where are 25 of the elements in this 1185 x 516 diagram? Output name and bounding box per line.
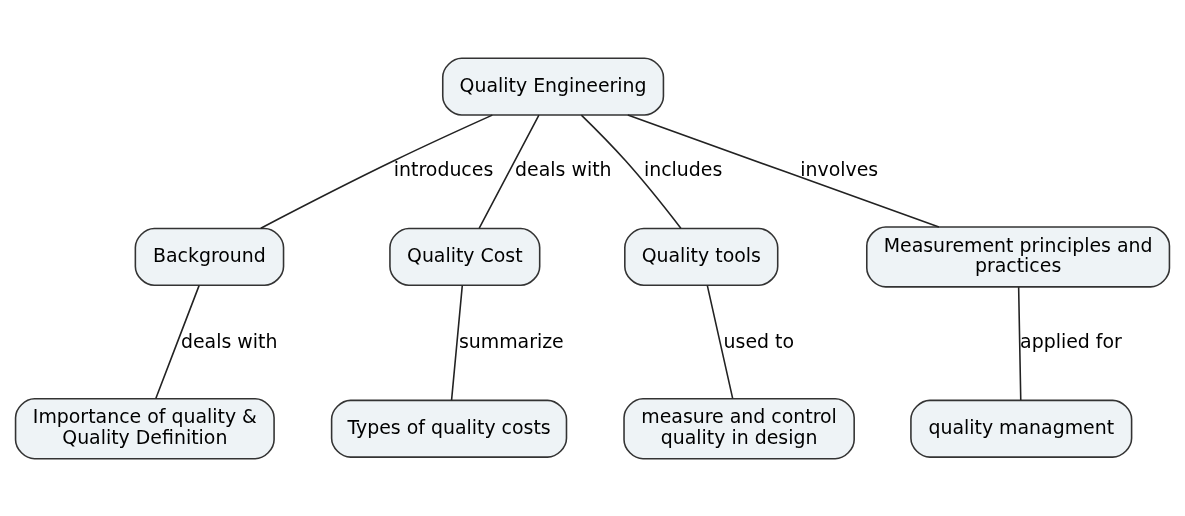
edge-label: includes <box>643 157 723 180</box>
node-box: measure and control quality in design <box>623 397 855 459</box>
edge-label: summarize <box>458 329 564 352</box>
connector <box>627 113 940 228</box>
node-box: quality managment <box>910 399 1133 458</box>
node-box: Importance of quality & Quality Definition <box>14 397 275 459</box>
edge-label: involves <box>800 157 879 180</box>
connector <box>580 113 682 229</box>
connector <box>450 284 464 401</box>
edge-label: introduces <box>393 157 494 180</box>
node-box: Quality tools <box>624 227 779 286</box>
node-box: Quality Cost <box>389 227 541 286</box>
edge-label: applied for <box>1020 329 1122 352</box>
connector <box>155 284 200 399</box>
node-box: Types of quality costs <box>330 399 568 458</box>
connector <box>478 113 540 229</box>
node-box: Background <box>134 227 285 286</box>
connector <box>706 284 734 399</box>
connector <box>1017 285 1022 401</box>
edge-label: deals with <box>180 329 278 352</box>
connector <box>260 113 494 229</box>
node-box: Quality Engineering <box>441 57 665 116</box>
edge-label: used to <box>723 329 795 352</box>
edge-label: deals with <box>515 157 612 180</box>
node-box: Measurement principles and practices <box>866 225 1171 288</box>
